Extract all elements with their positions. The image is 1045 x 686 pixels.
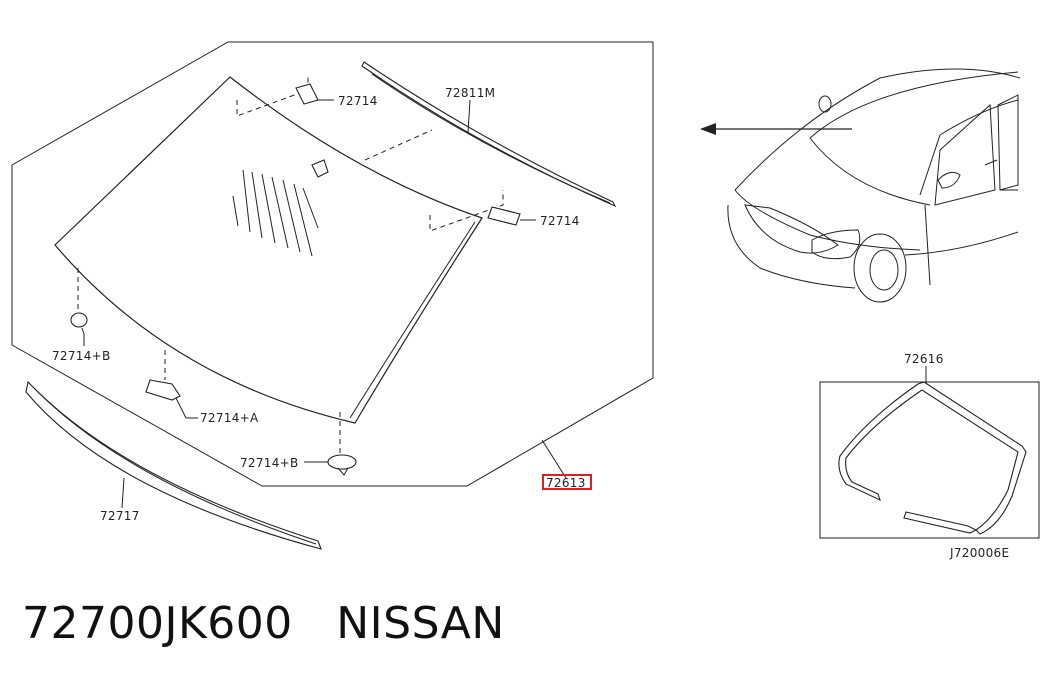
label-weatherstrip: 72616 <box>904 352 944 366</box>
rain-sensor-mount <box>311 159 329 178</box>
clip-right <box>487 206 521 226</box>
arrow-head <box>700 123 716 135</box>
clip-top-guide <box>236 76 309 117</box>
label-glass: 72613 <box>546 476 586 490</box>
bottom-molding <box>25 380 322 550</box>
top-molding <box>361 61 617 208</box>
clip-top <box>295 83 319 105</box>
clip-bottom-b <box>327 454 357 470</box>
clip-right-guide <box>429 190 504 232</box>
heating-grid <box>232 169 319 257</box>
label-clip-right: 72714 <box>540 214 580 228</box>
molding-guide <box>364 129 433 161</box>
car-illustration <box>727 68 1021 303</box>
weatherstrip <box>838 381 1027 535</box>
part-number-caption: 72700JK600 NISSAN <box>22 598 505 649</box>
windshield-edge <box>349 221 476 419</box>
windshield-glass <box>54 76 483 424</box>
weatherstrip-end <box>903 511 978 534</box>
label-clip-bottom-b: 72714+B <box>240 456 299 470</box>
clip-left-a <box>145 379 181 401</box>
weatherstrip-inset-frame <box>819 381 1040 539</box>
label-clip-left-a: 72714+A <box>200 411 259 425</box>
label-clip-top: 72714 <box>338 94 378 108</box>
label-clip-left-b: 72714+B <box>52 349 111 363</box>
label-molding-top: 72811M <box>445 86 495 100</box>
label-molding-bottom: 72717 <box>100 509 140 523</box>
drawing-code: J720006E <box>949 546 1009 560</box>
assembly-outline <box>11 41 654 487</box>
clip-left-b <box>70 312 88 328</box>
highlight-box <box>542 474 592 490</box>
